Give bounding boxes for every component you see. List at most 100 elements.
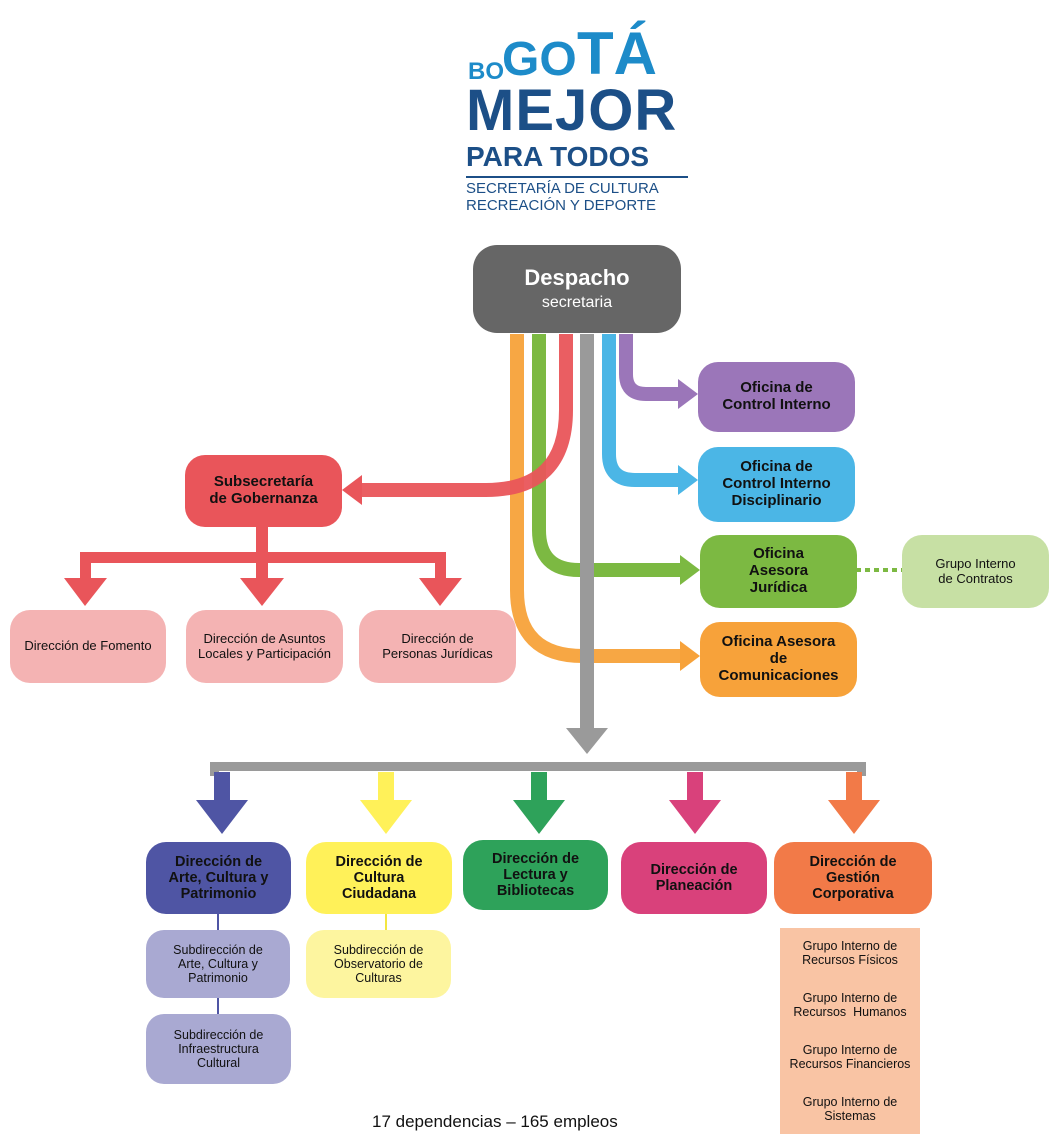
arrow-juridica: [532, 334, 682, 577]
label-line: Dirección de Fomento: [24, 638, 152, 654]
logo-para-todos: PARA TODOS: [466, 141, 650, 172]
oficina-control-interno[interactable]: Oficina de Control Interno: [698, 362, 855, 432]
logo-secretaria: SECRETARÍA DE CULTURA: [466, 180, 659, 197]
grupo-recursos-fisicos[interactable]: Grupo Interno de Recursos Físicos: [780, 928, 920, 978]
label-line: Arte, Cultura y: [178, 957, 258, 971]
direccion-asuntos-locales[interactable]: Dirección de Asuntos Locales y Participa…: [186, 610, 343, 683]
label-line: de Gobernanza: [209, 490, 318, 507]
label-line: Arte, Cultura y: [168, 869, 269, 886]
logo-ta: TÁ: [577, 20, 657, 87]
arrowhead-subsecretaria: [342, 475, 362, 505]
gray-bus-right: [857, 762, 866, 776]
arrow-dir-gestion: [828, 800, 880, 834]
label-line: Cultural: [196, 1056, 241, 1070]
grupo-contratos[interactable]: Grupo Interno de Contratos: [902, 535, 1049, 608]
despacho-title: Despacho: [524, 264, 630, 290]
gray-bus-left: [210, 762, 219, 776]
label-line: Control Interno: [722, 396, 831, 413]
label-line: Control Interno: [722, 475, 831, 493]
arrowhead-juridica: [680, 555, 700, 585]
label-line: Personas Jurídicas: [382, 645, 493, 661]
grupo-recursos-financieros[interactable]: Grupo Interno de Recursos Financieros: [780, 1032, 920, 1082]
label-line: Comunicaciones: [718, 666, 839, 684]
subdireccion-arte-cultura[interactable]: Subdirección de Arte, Cultura y Patrimon…: [146, 930, 290, 998]
label-line: Grupo Interno de: [802, 939, 898, 953]
label-line: Sistemas: [824, 1109, 876, 1123]
label-line: Patrimonio: [188, 971, 248, 985]
label-line: Ciudadana: [341, 886, 417, 903]
subsecretaria-gobernanza[interactable]: Subsecretaría de Gobernanza: [185, 455, 342, 527]
label-line: Asesora: [748, 562, 809, 580]
label-line: Subsecretaría: [213, 473, 314, 491]
label-line: Grupo Interno de: [802, 1095, 898, 1109]
label-line: Observatorio de: [334, 957, 423, 971]
arrowhead-control-interno: [678, 379, 698, 409]
oficina-disciplinario[interactable]: Oficina de Control Interno Disciplinario: [698, 447, 855, 522]
gray-trunk: [580, 334, 594, 728]
label-line: Grupo Interno de: [802, 1043, 898, 1057]
label-line: Infraestructura: [178, 1042, 259, 1056]
oficina-juridica[interactable]: Oficina Asesora Jurídica: [700, 535, 857, 608]
despacho-subtitle: secretaria: [541, 294, 613, 312]
arrow-fomento: [64, 578, 107, 606]
label-line: Bibliotecas: [496, 883, 575, 900]
label-line: Oficina: [753, 545, 804, 563]
arrow-personas: [419, 578, 462, 606]
arrowhead-disciplinario: [678, 465, 698, 495]
arrow-comunicaciones: [510, 334, 682, 663]
label-line: Dirección de: [809, 853, 897, 870]
direccion-arte-cultura[interactable]: Dirección de Arte, Cultura y Patrimonio: [146, 842, 291, 914]
logo-recreacion: RECREACIÓN Y DEPORTE: [466, 197, 657, 214]
arrow-control-interno: [619, 334, 680, 401]
footer-summary: 17 dependencias – 165 empleos: [372, 1112, 618, 1131]
label-line: Planeación: [655, 878, 733, 894]
logo-go: GO: [502, 33, 577, 86]
subdireccion-observatorio[interactable]: Subdirección de Observatorio de Culturas: [306, 930, 451, 998]
direccion-fomento[interactable]: Dirección de Fomento: [10, 610, 166, 683]
label-line: Locales y Participación: [198, 645, 331, 661]
gray-arrowhead: [566, 728, 608, 754]
gray-bus: [210, 762, 866, 771]
subdireccion-infraestructura[interactable]: Subdirección de Infraestructura Cultural: [146, 1014, 291, 1084]
logo-mejor: MEJOR: [466, 78, 678, 143]
label-line: Dirección de: [335, 853, 423, 870]
label-line: Jurídica: [749, 578, 808, 596]
label-line: Patrimonio: [180, 886, 257, 903]
arrow-dir-planeacion: [669, 800, 721, 834]
despacho-box[interactable]: Despacho secretaria: [473, 245, 681, 333]
grupo-sistemas[interactable]: Grupo Interno de Sistemas: [780, 1084, 920, 1134]
arrow-asuntos: [240, 578, 284, 606]
label-line: Recursos Físicos: [802, 953, 898, 967]
direccion-personas-juridicas[interactable]: Dirección de Personas Jurídicas: [359, 610, 516, 683]
label-line: Subdirección de: [173, 943, 263, 957]
direccion-lectura-bibliotecas[interactable]: Dirección de Lectura y Bibliotecas: [463, 840, 608, 910]
label-line: Disciplinario: [731, 491, 822, 509]
direccion-cultura-ciudadana[interactable]: Dirección de Cultura Ciudadana: [306, 842, 452, 914]
label-line: Dirección de Asuntos: [203, 630, 326, 646]
label-line: Corporativa: [812, 886, 894, 903]
label-line: Subdirección de: [333, 943, 424, 957]
grupo-recursos-humanos[interactable]: Grupo Interno de Recursos Humanos: [780, 980, 920, 1030]
logo-bo: BO: [468, 58, 504, 85]
label-line: Dirección de: [401, 630, 474, 646]
arrow-dir-arte: [196, 800, 248, 834]
label-line: Cultura: [353, 869, 405, 886]
label-line: Dirección de: [174, 853, 263, 870]
label-line: Culturas: [355, 971, 402, 985]
label-line: Dirección de: [491, 850, 580, 867]
label-line: Gestión: [826, 869, 880, 886]
label-line: de: [769, 650, 788, 668]
arrow-disciplinario: [602, 334, 680, 487]
label-line: Lectura y: [503, 866, 568, 883]
arrow-dir-ciudadana: [360, 800, 412, 834]
label-line: Subdirección de: [173, 1028, 264, 1042]
oficina-comunicaciones[interactable]: Oficina Asesora de Comunicaciones: [700, 622, 857, 697]
label-line: Recursos Financieros: [789, 1057, 911, 1071]
arrowhead-comunicaciones: [680, 641, 700, 671]
label-line: Oficina Asesora: [721, 633, 836, 651]
direccion-gestion-corporativa[interactable]: Dirección de Gestión Corporativa: [774, 842, 932, 914]
direccion-planeacion[interactable]: Dirección de Planeación: [621, 842, 767, 914]
label-line: Grupo Interno de: [802, 991, 898, 1005]
arrow-subsecretaria: [360, 334, 573, 497]
